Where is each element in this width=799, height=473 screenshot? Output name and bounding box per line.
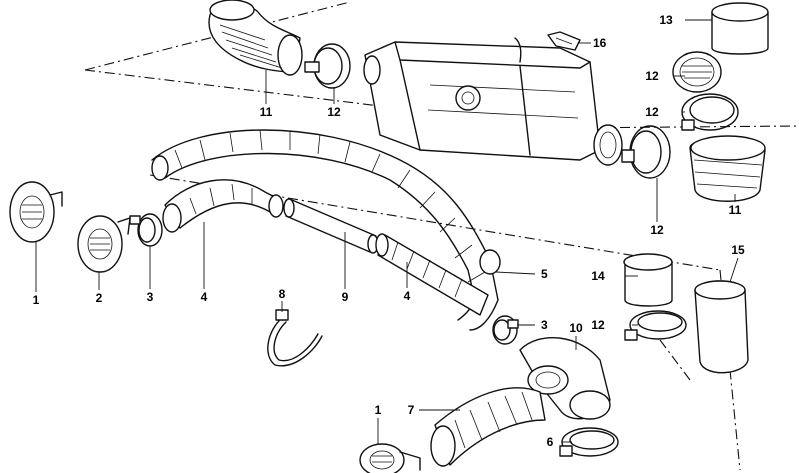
- callout-12-right: 12: [645, 105, 659, 119]
- callout-6: 8: [279, 287, 286, 301]
- callout-16: 16: [593, 36, 607, 50]
- clamp-12-top: [304, 43, 351, 89]
- callout-12-mid: 12: [650, 223, 664, 237]
- vent-2: [77, 215, 131, 273]
- long-hose-5: [151, 129, 501, 331]
- callout-1-left: 1: [33, 293, 40, 307]
- elbow-hose-11-top: [208, 0, 303, 76]
- heater-unit: [363, 37, 623, 166]
- callout-4-mid: 4: [404, 289, 411, 303]
- callout-3-left: 3: [147, 290, 154, 304]
- callout-2: 2: [96, 291, 103, 305]
- strap-6: [267, 309, 323, 367]
- hose-4-mid: [375, 233, 489, 316]
- boot-11-right: [689, 135, 766, 202]
- callout-5: 5: [541, 267, 548, 281]
- callout-7: 9: [342, 290, 349, 304]
- callout-15: 15: [731, 243, 745, 257]
- clamp-3-left: [129, 213, 163, 247]
- clamp-3-right: [492, 315, 519, 345]
- clamp-12-right: [681, 93, 739, 131]
- clamp-12-mid: [621, 125, 671, 179]
- grille-13: [672, 51, 722, 93]
- callout-11-right: 11: [729, 203, 742, 217]
- vent-1-bottom: [359, 443, 421, 473]
- clamp-12-bottom: [624, 310, 687, 341]
- bellows-9: [430, 387, 546, 467]
- callout-labels: 11 12 16 13 12 12 11 12 1 2 3 4 9 4 5 8 …: [33, 13, 745, 449]
- elbow-8: [519, 337, 611, 420]
- leader-lines: [35, 19, 739, 444]
- callout-11-top: 11: [260, 105, 273, 119]
- hose-4-left: [162, 179, 284, 233]
- callout-4-left: 4: [201, 290, 208, 304]
- callout-12-bottom: 12: [591, 318, 605, 332]
- boot-15: [694, 280, 749, 374]
- clip-16: [547, 31, 581, 51]
- callout-9: 7: [408, 403, 415, 417]
- callout-14-top: 13: [659, 13, 673, 27]
- callout-1-bottom: 1: [375, 403, 382, 417]
- tube-7: [283, 198, 379, 254]
- callout-8: 10: [569, 321, 583, 335]
- callout-12-top: 12: [327, 105, 341, 119]
- callout-3-right: 3: [541, 318, 548, 332]
- sleeve-14-bottom: [623, 253, 673, 307]
- callout-13: 12: [645, 69, 659, 83]
- callout-10: 6: [547, 435, 554, 449]
- callout-14-bottom: 14: [591, 269, 605, 283]
- sleeve-14-top: [711, 2, 769, 55]
- vent-1-left: [9, 181, 63, 243]
